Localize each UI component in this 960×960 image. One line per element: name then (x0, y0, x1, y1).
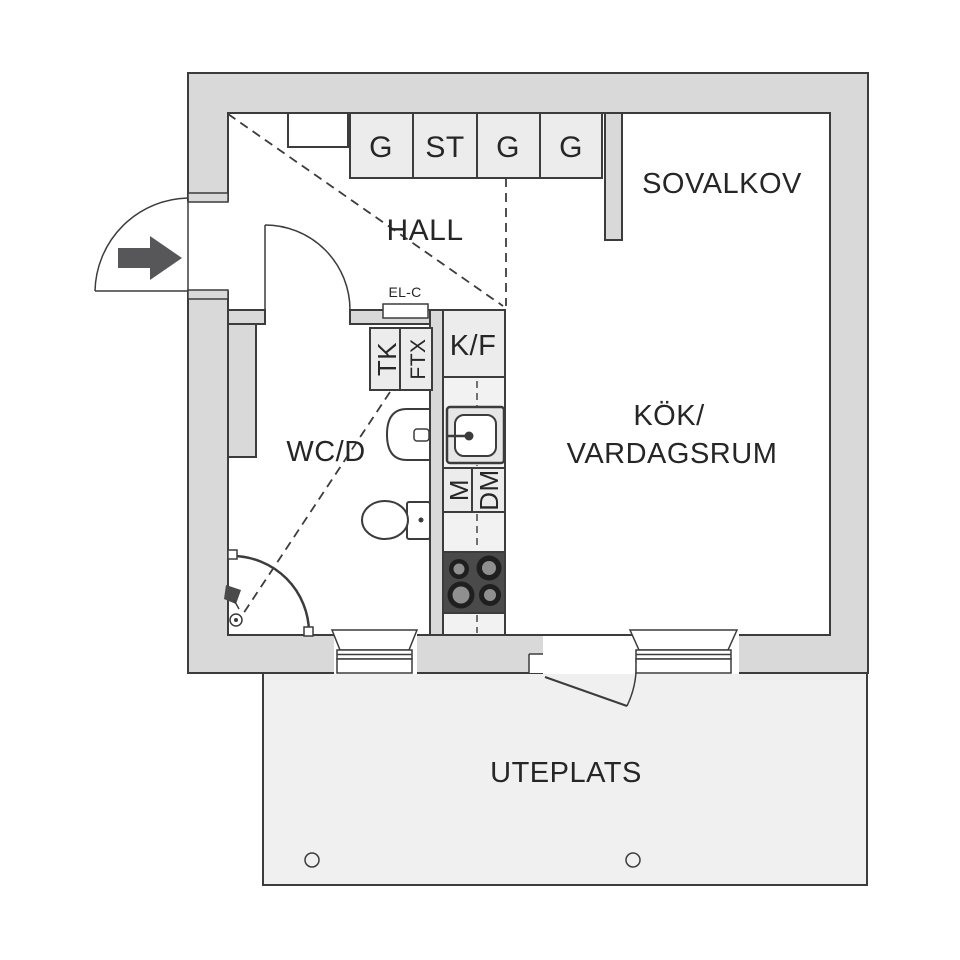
bathroom-door (264, 224, 351, 311)
closet-st-label: ST (425, 131, 464, 164)
toilet-flush-dot (418, 517, 424, 523)
electrical-cabinet-box (382, 303, 429, 319)
dishwasher-label: DM (474, 469, 504, 510)
entry-jamb-top (187, 192, 229, 203)
washbasin-tap (413, 428, 430, 442)
window-livingroom (628, 629, 739, 674)
bathroom-label: WC/D (286, 436, 365, 468)
patio-label: UTEPLATS (490, 757, 642, 789)
entry-door (94, 192, 229, 300)
window-outer-frame (635, 658, 732, 674)
fridge-freezer-label: K/F (450, 330, 497, 362)
hall-closets: G ST G G (287, 112, 603, 179)
entry-opening (185, 201, 230, 291)
window-sill (330, 629, 419, 651)
entry-arrow-icon (118, 236, 182, 280)
closet-g2-label: G (496, 131, 520, 164)
ftx-label: FTX (407, 338, 430, 379)
exterior-wall (187, 72, 869, 674)
shower-curtain-rail (232, 554, 311, 633)
electrical-cabinet: EL-C (382, 284, 429, 319)
shower-symbol (224, 549, 314, 637)
patio-floor (262, 672, 868, 886)
shower-rail-end (303, 626, 314, 637)
tk-ftx-cabinet: TK FTX (369, 327, 433, 391)
kitchen-sink-symbol (445, 405, 506, 465)
shower-hose (233, 599, 240, 610)
shaft-wall (227, 323, 257, 458)
patio-door-jamb-notch (529, 654, 543, 673)
dishwasher (471, 467, 506, 513)
ceiling-slope-line-bathroom (236, 391, 391, 624)
bathroom-door-swing-arc (264, 224, 351, 311)
toilet-bowl (361, 500, 409, 540)
washbasin-bowl (385, 408, 431, 461)
tk-label: TK (372, 342, 402, 376)
window-sill (628, 629, 739, 651)
kitchen-counter-strip: K/F M DM (442, 309, 506, 636)
burner-center (453, 563, 465, 575)
patio-door-opening (543, 636, 635, 674)
electrical-cabinet-label: EL-C (388, 284, 421, 300)
closet-g3 (539, 112, 603, 179)
kitchen-label-line1: KÖK/ (633, 400, 705, 432)
window-bathroom (330, 629, 419, 674)
sleeping-alcove-label: SOVALKOV (642, 168, 802, 200)
burner-center (482, 561, 496, 575)
patio-post-icon (625, 852, 641, 868)
fridge-freezer (442, 309, 506, 378)
burner-center (452, 586, 470, 604)
closet-g1 (349, 112, 414, 179)
washbasin-symbol (385, 408, 431, 461)
patio-post-icon (304, 852, 320, 868)
closet-g3-label: G (559, 131, 583, 164)
shower-drain-dot (234, 618, 238, 622)
patio-door-leaf (544, 676, 628, 707)
microwave-label: M (444, 479, 474, 501)
hat-shelf (287, 112, 349, 148)
stove-symbol (442, 551, 506, 614)
closet-g1-label: G (369, 131, 393, 164)
shower-rail-end (227, 549, 238, 560)
ceiling-slope-line-hall (227, 113, 504, 307)
microwave (442, 467, 473, 513)
hall-label: HALL (386, 214, 463, 247)
shower-head-icon (224, 585, 241, 604)
burner-center (484, 589, 496, 601)
toilet-symbol (361, 500, 431, 540)
patio-area: UTEPLATS (262, 672, 868, 886)
kitchen-label-line2: VARDAGSRUM (567, 438, 778, 470)
alcove-partition-wall (604, 112, 623, 241)
entry-jamb-bottom (187, 289, 229, 300)
entry-door-swing-arc (94, 197, 189, 292)
toilet-tank (406, 501, 431, 540)
bathroom-wall-left (227, 309, 266, 325)
window-outer-frame (336, 658, 413, 674)
sink-faucet-dot (464, 431, 474, 441)
